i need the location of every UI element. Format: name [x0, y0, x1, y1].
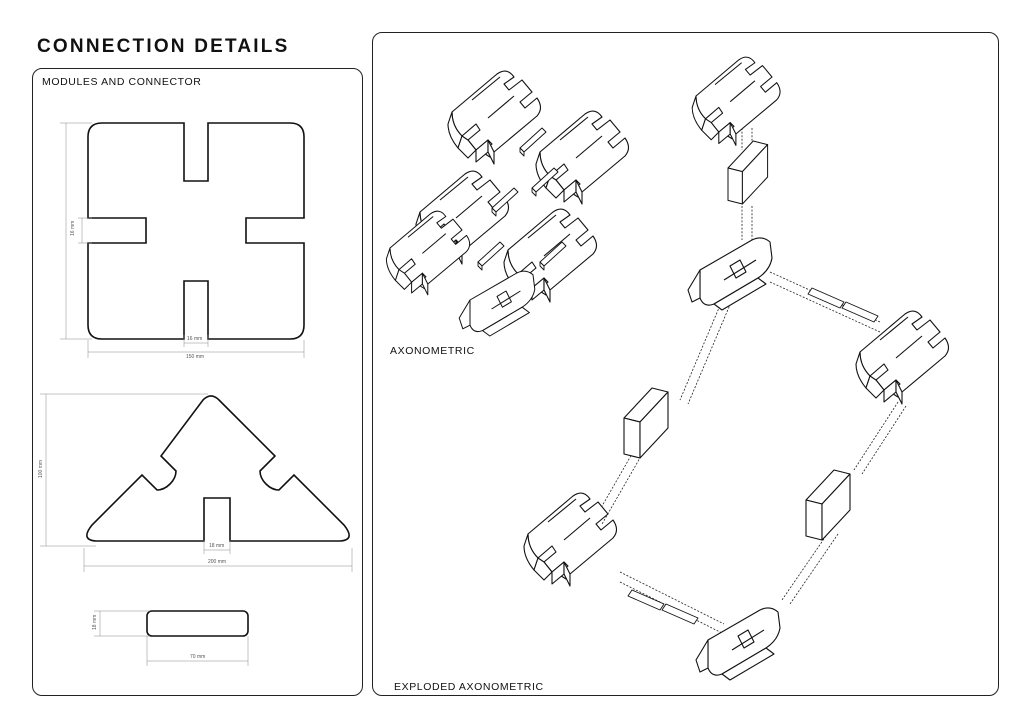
axonometric-label: AXONOMETRIC	[390, 345, 475, 357]
axonometric-assembly	[385, 70, 630, 337]
connector-height-dim: 18 mm	[92, 615, 98, 630]
connector-width-dim: 70 mm	[190, 654, 205, 660]
triangle-height-dim: 100 mm	[38, 460, 44, 478]
connector-drawing: 18 mm 70 mm	[92, 610, 249, 666]
triangle-slot-dim: 18 mm	[209, 543, 224, 549]
square-module-drawing: 16 mm 16 mm 150 mm	[60, 122, 305, 360]
exploded-axonometric-label: EXPLODED AXONOMETRIC	[394, 681, 544, 693]
square-width-dim: 150 mm	[186, 354, 204, 360]
axonometric-panel: AXONOMETRIC EXPLODED AXONOMETRIC	[372, 32, 999, 696]
exploded-axonometric	[523, 56, 950, 681]
modules-panel-label: MODULES AND CONNECTOR	[42, 76, 202, 88]
triangle-module-drawing: 100 mm 18 mm 200 mm	[38, 393, 353, 572]
triangle-width-dim: 200 mm	[208, 559, 226, 565]
modules-and-connector-panel: MODULES AND CONNECTOR	[32, 68, 363, 696]
square-slot-dim: 16 mm	[187, 336, 202, 342]
page-title: CONNECTION DETAILS	[37, 36, 290, 57]
square-height-dim: 16 mm	[70, 221, 76, 236]
